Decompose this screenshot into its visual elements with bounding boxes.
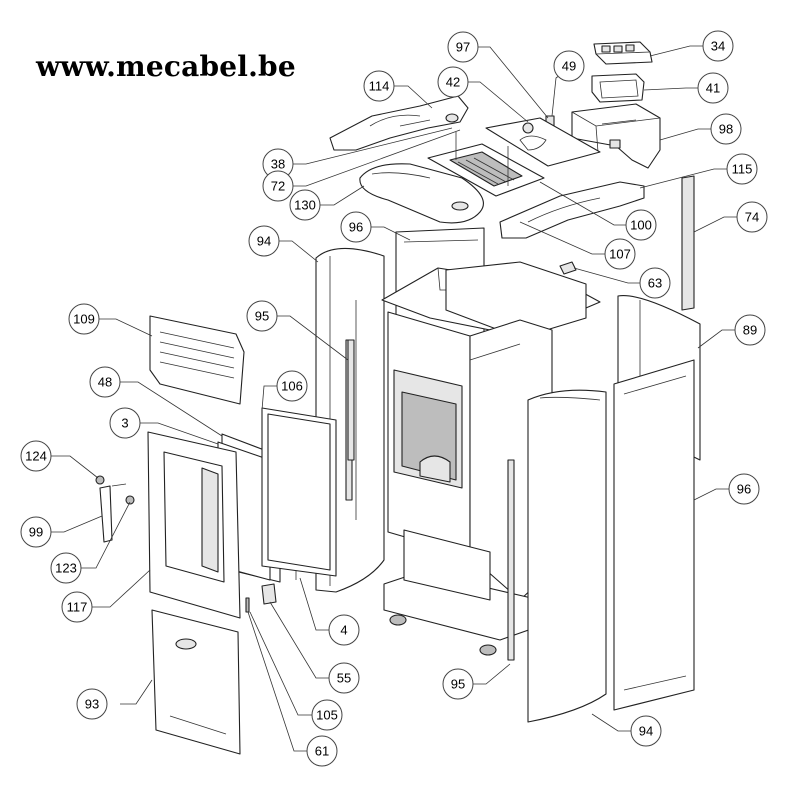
part-34 (593, 41, 653, 65)
callout-130: 130 (289, 189, 321, 221)
part-74 (681, 175, 695, 311)
callout-99-label: 99 (29, 525, 43, 540)
callout-3-label: 3 (121, 416, 128, 431)
callout-93-label: 93 (85, 697, 99, 712)
part-100 (427, 132, 545, 197)
callout-3: 3 (109, 407, 141, 439)
callout-42-label: 42 (446, 75, 460, 90)
callout-42: 42 (437, 66, 469, 98)
callout-124: 124 (20, 440, 52, 472)
callout-38-label: 38 (271, 157, 285, 172)
part-42 (485, 117, 601, 167)
callout-94-right-label: 94 (639, 724, 653, 739)
callout-117: 117 (61, 591, 93, 623)
callout-97: 97 (447, 31, 479, 63)
callout-95-left: 95 (246, 300, 278, 332)
callout-4: 4 (328, 614, 360, 646)
callout-109: 109 (68, 303, 100, 335)
callout-4-label: 4 (340, 623, 347, 638)
callout-55-label: 55 (337, 671, 351, 686)
callout-98: 98 (710, 113, 742, 145)
callout-98-label: 98 (719, 122, 733, 137)
callout-95-right-label: 95 (451, 677, 465, 692)
callout-114: 114 (363, 70, 395, 102)
part-95-right (507, 459, 515, 661)
part-114 (329, 95, 469, 151)
callout-48: 48 (89, 366, 121, 398)
callout-109-label: 109 (73, 312, 95, 327)
callout-48-label: 48 (98, 375, 112, 390)
callout-114-label: 114 (369, 79, 390, 94)
callout-105-label: 105 (316, 708, 338, 723)
callout-41: 41 (697, 72, 729, 104)
callout-99: 99 (20, 516, 52, 548)
stove-body (381, 261, 601, 656)
callout-41-label: 41 (706, 81, 720, 96)
callout-124-label: 124 (25, 449, 47, 464)
part-95-left (347, 339, 355, 461)
part-123 (125, 495, 135, 505)
callout-117-label: 117 (67, 600, 88, 615)
callout-89-label: 89 (743, 323, 757, 338)
callout-72-label: 72 (271, 179, 285, 194)
callout-93: 93 (76, 688, 108, 720)
callout-94-right: 94 (630, 715, 662, 747)
callout-96-top: 96 (340, 211, 372, 243)
callout-95-right: 95 (442, 668, 474, 700)
callout-72: 72 (262, 170, 294, 202)
callout-34: 34 (702, 30, 734, 62)
callout-107-label: 107 (609, 247, 631, 262)
watermark-text: www.mecabel.be (36, 50, 296, 83)
callout-74-label: 74 (745, 210, 759, 225)
callout-97-label: 97 (456, 40, 470, 55)
leader-lines (50, 45, 737, 752)
part-63 (559, 261, 577, 275)
callout-49: 49 (553, 50, 585, 82)
callout-106: 106 (276, 370, 308, 402)
callout-55: 55 (328, 662, 360, 694)
callout-34-label: 34 (711, 39, 725, 54)
callout-123: 123 (50, 552, 82, 584)
callout-61-label: 61 (315, 744, 329, 759)
callout-105: 105 (311, 699, 343, 731)
callout-94-left: 94 (248, 225, 280, 257)
callout-123-label: 123 (55, 561, 77, 576)
part-115 (499, 181, 645, 239)
callout-100: 100 (625, 209, 657, 241)
callout-74: 74 (736, 201, 768, 233)
callout-96-top-label: 96 (349, 220, 363, 235)
callout-63: 63 (639, 267, 671, 299)
part-99 (99, 483, 127, 543)
callout-115: 115 (726, 153, 758, 185)
part-96-right (613, 359, 695, 711)
callout-95-left-label: 95 (255, 309, 269, 324)
part-98 (571, 103, 661, 169)
callout-49-label: 49 (562, 59, 576, 74)
part-130 (359, 163, 484, 224)
part-106 (261, 407, 337, 577)
callout-106-label: 106 (281, 379, 303, 394)
callout-107: 107 (604, 238, 636, 270)
callout-94-left-label: 94 (257, 234, 271, 249)
part-41 (591, 73, 645, 103)
part-93 (151, 609, 241, 755)
callout-63-label: 63 (648, 276, 662, 291)
callout-96-right-label: 96 (737, 482, 751, 497)
part-55 (261, 583, 277, 605)
part-105 (245, 597, 250, 613)
callout-130-label: 130 (294, 198, 316, 213)
part-94-right (527, 389, 607, 723)
callout-96-right: 96 (728, 473, 760, 505)
part-109 (149, 315, 245, 405)
callout-89: 89 (734, 314, 766, 346)
callout-115-label: 115 (732, 162, 753, 177)
callout-61: 61 (306, 735, 338, 767)
callout-100-label: 100 (630, 218, 652, 233)
part-117 (147, 431, 241, 619)
